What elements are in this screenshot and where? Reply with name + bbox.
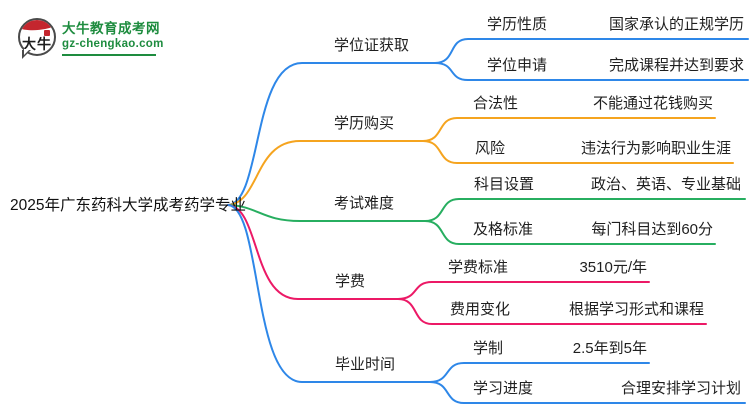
branch-3-label: 考试难度: [334, 195, 395, 212]
branch-2-child-2-label: 风险: [475, 140, 506, 157]
logo-characters: 大牛: [22, 36, 52, 52]
branch-4-child-1-label: 学费标准: [448, 259, 509, 276]
branch-2-child-2-value: 违法行为影响职业生涯: [580, 140, 731, 157]
branch-5-child-2-value: 合理安排学习计划: [620, 380, 741, 397]
branch-1-child-1-value: 国家承认的正规学历: [608, 16, 744, 33]
branch-1-lines: [227, 38, 749, 206]
branch-2-child-1-value: 不能通过花钱购买: [592, 95, 713, 112]
daniu-logo-icon: 大牛: [18, 18, 56, 56]
branch-1-label: 学位证获取: [334, 37, 410, 54]
branch-2-label: 学历购买: [334, 115, 395, 132]
central-topic: 2025年广东药科大学成考药学专业: [10, 197, 246, 214]
branch-4-lines: [227, 204, 707, 325]
logo-site-name: 大牛教育成考网: [62, 21, 160, 36]
branch-2-lines: [227, 117, 734, 206]
branch-3-child-1-value: 政治、英语、专业基础: [590, 176, 741, 193]
branch-5-child-2-label: 学习进度: [473, 380, 534, 397]
logo-bubble-tail-inner: [24, 49, 30, 55]
branch-3-child-2-label: 及格标准: [473, 221, 534, 238]
branch-5-child-1-label: 学制: [473, 340, 504, 357]
branch-5-child-1-value: 2.5年到5年: [572, 340, 647, 357]
branch-1-child-1-label: 学历性质: [487, 16, 548, 33]
logo-red-cap-icon: [20, 20, 54, 33]
branch-4-child-2-label: 费用变化: [450, 301, 511, 318]
branch-5-lines: [227, 204, 746, 404]
branch-3-lines: [227, 198, 746, 245]
branch-1-child-2-label: 学位申请: [487, 57, 548, 74]
branch-3-child-2-value: 每门科目达到60分: [591, 221, 713, 238]
branch-5-label: 毕业时间: [335, 356, 396, 373]
branch-4-label: 学费: [335, 273, 366, 290]
logo-seal-icon: [44, 30, 50, 36]
branch-1-child-2-value: 完成课程并达到要求: [608, 57, 744, 74]
logo-site-url: gz-chengkao.com: [62, 38, 164, 50]
branch-2-child-1-label: 合法性: [473, 95, 519, 112]
logo-underline: [62, 54, 156, 56]
branch-3-child-1-label: 科目设置: [474, 176, 535, 193]
branch-4-child-2-value: 根据学习形式和课程: [568, 301, 704, 318]
branch-4-child-1-value: 3510元/年: [579, 259, 647, 276]
site-logo: 大牛 大牛教育成考网 gz-chengkao.com: [18, 18, 164, 56]
